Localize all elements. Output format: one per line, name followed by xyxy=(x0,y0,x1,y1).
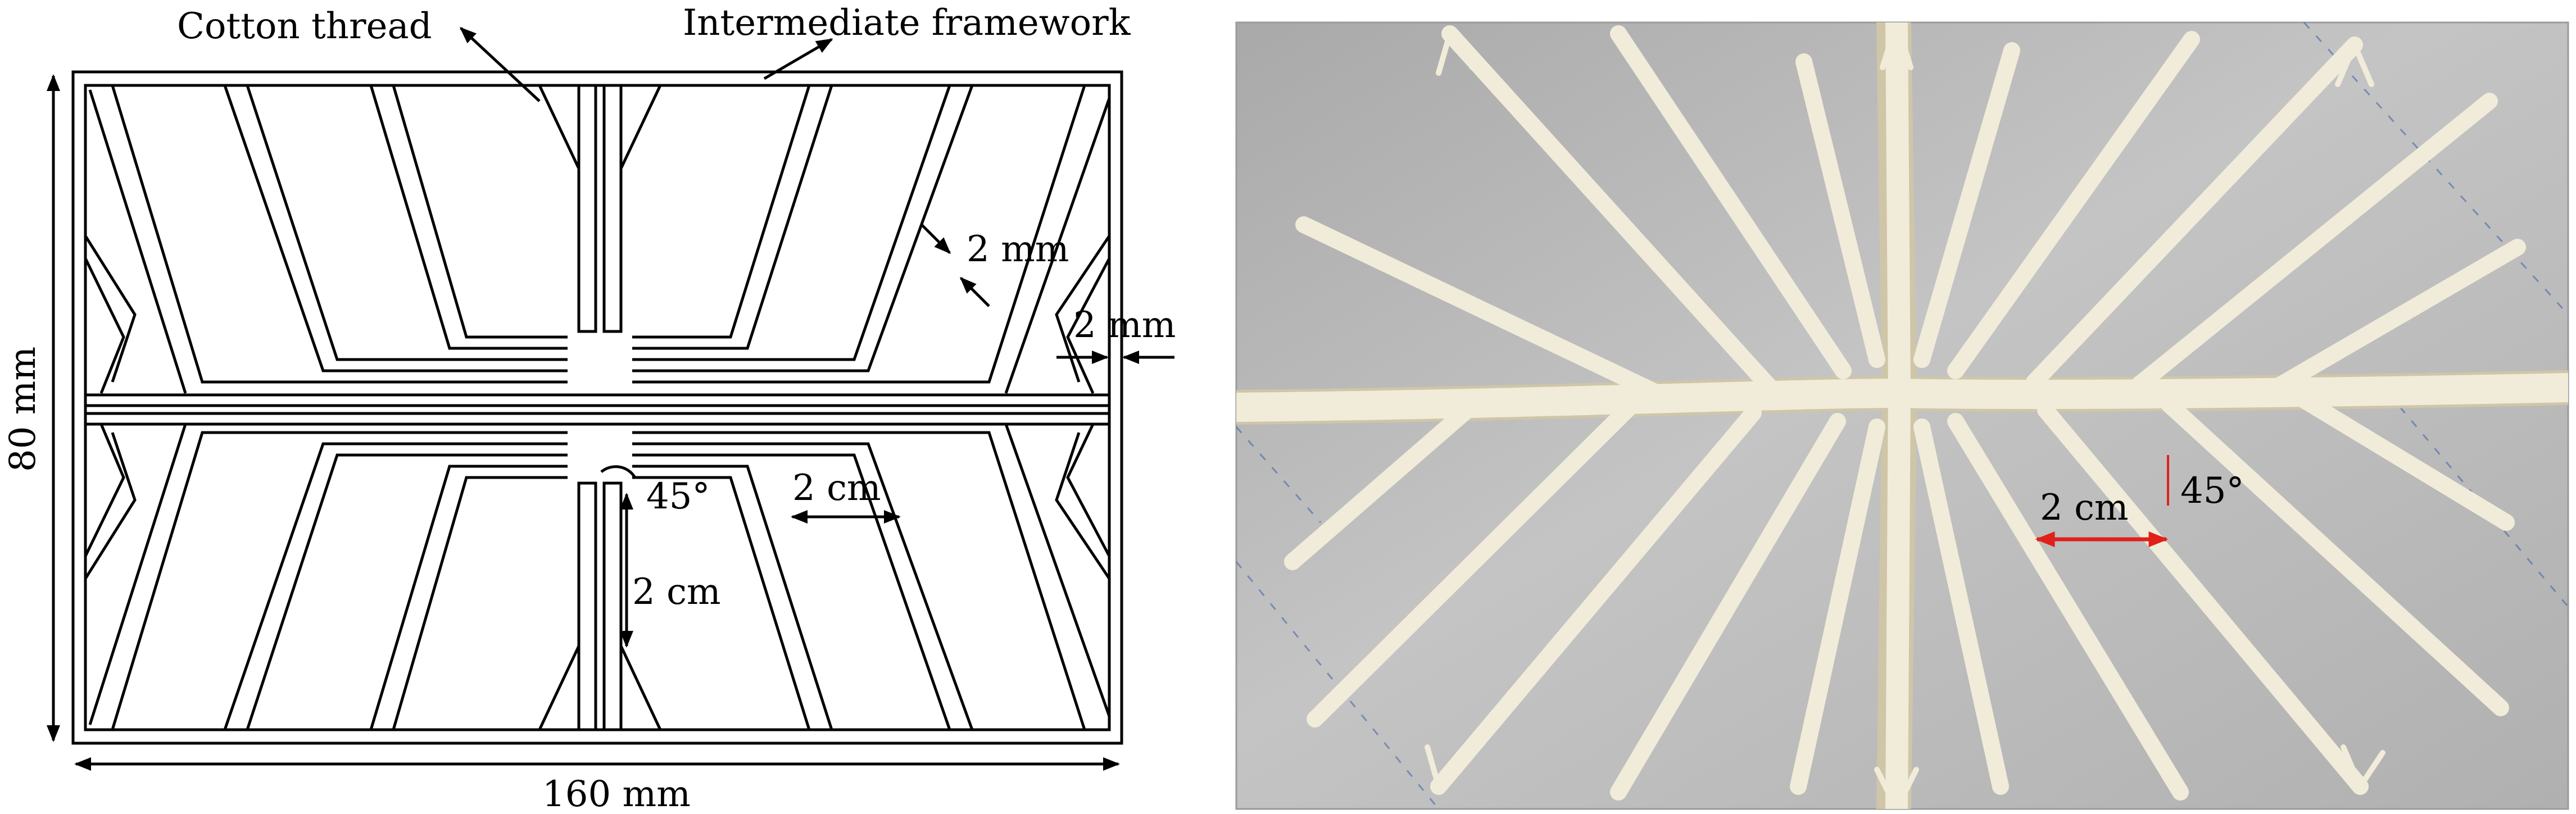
dim-2mm-inner-arrow-a xyxy=(920,224,951,254)
upper-right-diag-2b xyxy=(1004,98,1111,394)
upper-left-diag-3 xyxy=(84,235,137,383)
lower-right-diag-1 xyxy=(632,453,951,730)
lower-left-diag-2b xyxy=(88,424,187,725)
upper-right-diag-3 xyxy=(1055,235,1111,383)
label-2cm-horizontal: 2 cm xyxy=(792,467,881,509)
dim-2mm-inner-arrow-b xyxy=(959,276,990,307)
lower-right-diag-3b xyxy=(1066,423,1111,557)
framework-leader xyxy=(763,38,833,80)
central-channel xyxy=(85,393,1109,426)
upper-left-diag-1 xyxy=(246,85,568,361)
upper-funnel-2 xyxy=(632,85,811,339)
schematic-diagram xyxy=(47,26,1174,771)
label-2mm-outer: 2 mm xyxy=(1073,304,1176,346)
lower-left-diag-3 xyxy=(84,432,137,580)
intermediate-frame xyxy=(84,84,1111,731)
lower-left-diag-3b xyxy=(84,424,125,557)
label-160mm: 160 mm xyxy=(542,774,691,814)
upper-left-diag-2b xyxy=(88,89,187,394)
photo-panel: 2 cm 45° xyxy=(1235,21,2569,810)
lower-funnel-1b xyxy=(369,465,568,730)
lower-right-diag-2 xyxy=(632,431,1086,730)
upper-vertical-channel xyxy=(538,84,662,333)
cotton-threads xyxy=(1236,22,2568,809)
upper-branches xyxy=(1295,25,2526,404)
lower-funnel-2b xyxy=(632,465,833,730)
lower-left-diag-1b xyxy=(223,442,568,730)
upper-left-diag-3b xyxy=(84,257,125,394)
lower-right-diag-1b xyxy=(632,442,974,730)
photo-labels: 2 cm 45° xyxy=(2040,470,2244,529)
lower-right-diag-3 xyxy=(1055,432,1111,580)
lower-left-diag-1 xyxy=(246,453,568,730)
upper-right-diag-2 xyxy=(632,85,1086,384)
photo-label-2cm: 2 cm xyxy=(2040,487,2129,529)
lower-funnel-1 xyxy=(392,476,568,730)
upper-funnel-1b xyxy=(369,85,568,350)
outer-frame xyxy=(71,70,1123,745)
label-2cm-vertical: 2 cm xyxy=(632,571,721,613)
frayed-thread-ends xyxy=(1425,22,2385,809)
upper-funnel-1 xyxy=(392,85,568,339)
label-2mm-inner: 2 mm xyxy=(967,229,1069,270)
photo-label-45-deg: 45° xyxy=(2180,470,2244,512)
label-cotton-thread: Cotton thread xyxy=(177,6,432,47)
upper-right-diag-1 xyxy=(632,85,951,361)
plate-guide-lines xyxy=(1236,22,2568,809)
label-intermediate-framework: Intermediate framework xyxy=(683,2,1131,44)
vertical-bundles xyxy=(1885,22,1911,809)
angle-arc-left xyxy=(600,465,637,479)
lower-left-diag-2 xyxy=(111,431,568,730)
upper-funnel-2b xyxy=(632,85,833,350)
upper-right-diag-1b xyxy=(632,85,974,372)
lower-funnel-2 xyxy=(632,476,811,730)
cotton-thread-leader xyxy=(459,26,541,102)
upper-right-diag-3b xyxy=(1066,257,1111,394)
lower-branches xyxy=(1284,392,2515,801)
schematic-labels: Cotton thread Intermediate framework 2 m… xyxy=(2,2,1176,814)
upper-left-diag-1b xyxy=(223,85,568,372)
upper-left-diag-2 xyxy=(111,85,568,384)
lower-right-diag-2b xyxy=(1004,424,1111,717)
label-80mm: 80 mm xyxy=(2,347,44,472)
label-45-deg-left: 45° xyxy=(646,476,710,517)
